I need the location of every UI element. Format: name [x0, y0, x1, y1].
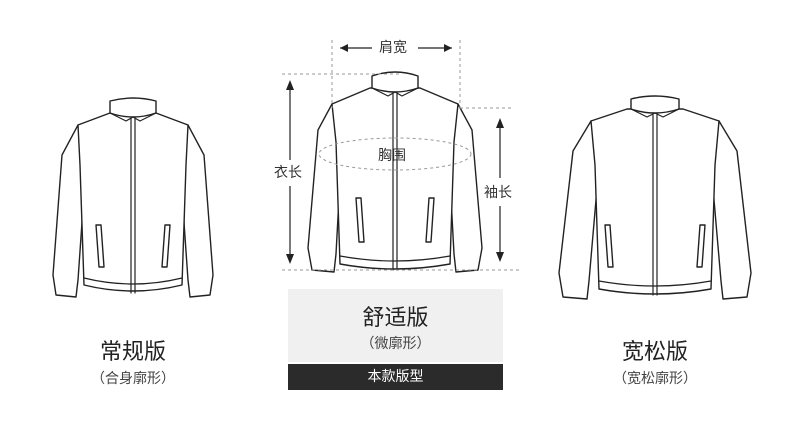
length-label: 衣长 [274, 165, 302, 181]
jacket-regular-illustration [48, 95, 218, 305]
fit-loose-name: 宽松版 [621, 340, 688, 365]
shoulder-width-label: 肩宽 [379, 40, 407, 56]
fit-comfort-panel [288, 289, 503, 362]
sleeve-length-label: 袖长 [484, 185, 512, 201]
fit-loose-subtitle: （宽松廓形） [613, 371, 697, 387]
chest-label: 胸围 [378, 148, 406, 164]
current-style-badge: 本款版型 [288, 364, 503, 390]
fit-regular-name: 常规版 [99, 340, 166, 365]
fit-comfort-subtitle: （微廓形） [360, 336, 431, 352]
jacket-comfort-illustration [300, 68, 490, 278]
fit-comfort-name: 舒适版 [362, 306, 429, 331]
fit-regular-subtitle: （合身廓形） [91, 371, 175, 387]
jacket-loose-illustration [555, 95, 755, 305]
